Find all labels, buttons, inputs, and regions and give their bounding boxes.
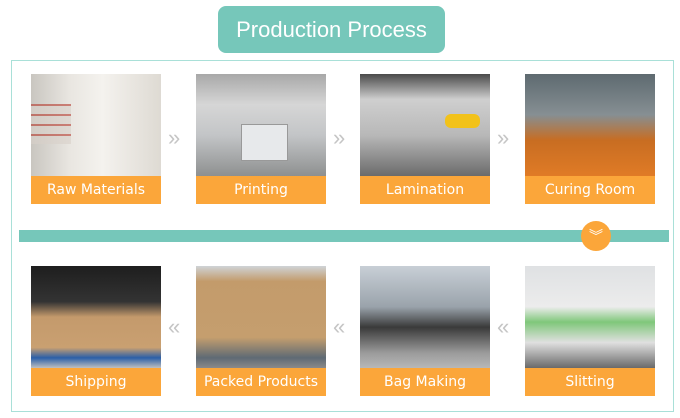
step-packed-products[interactable]: Packed Products <box>196 266 326 396</box>
chevron-double-down-icon: ︾ <box>581 221 611 251</box>
step-label: Packed Products <box>196 368 326 396</box>
step-bag-making[interactable]: Bag Making <box>360 266 490 396</box>
step-printing[interactable]: Printing <box>196 74 326 204</box>
step-label: Shipping <box>31 368 161 396</box>
page-title: Production Process <box>218 6 445 53</box>
chevron-left-icon: « <box>168 314 181 339</box>
step-label: Raw Materials <box>31 176 161 204</box>
step-slitting[interactable]: Slitting <box>525 266 655 396</box>
step-label: Printing <box>196 176 326 204</box>
lamination-photo <box>360 74 490 176</box>
step-shipping[interactable]: Shipping <box>31 266 161 396</box>
packed-products-photo <box>196 266 326 368</box>
step-raw-materials[interactable]: Raw Materials <box>31 74 161 204</box>
curing-room-photo <box>525 74 655 176</box>
step-curing-room[interactable]: Curing Room <box>525 74 655 204</box>
printing-photo <box>196 74 326 176</box>
step-label: Curing Room <box>525 176 655 204</box>
bag-making-photo <box>360 266 490 368</box>
step-lamination[interactable]: Lamination <box>360 74 490 204</box>
step-label: Lamination <box>360 176 490 204</box>
chevron-left-icon: « <box>333 314 346 339</box>
divider-bar <box>19 230 669 242</box>
chevron-left-icon: « <box>497 314 510 339</box>
raw-materials-photo <box>31 74 161 176</box>
step-label: Bag Making <box>360 368 490 396</box>
chevron-right-icon: » <box>497 125 510 150</box>
shipping-photo <box>31 266 161 368</box>
slitting-photo <box>525 266 655 368</box>
chevron-right-icon: » <box>168 125 181 150</box>
step-label: Slitting <box>525 368 655 396</box>
process-frame <box>11 60 674 412</box>
chevron-right-icon: » <box>333 125 346 150</box>
